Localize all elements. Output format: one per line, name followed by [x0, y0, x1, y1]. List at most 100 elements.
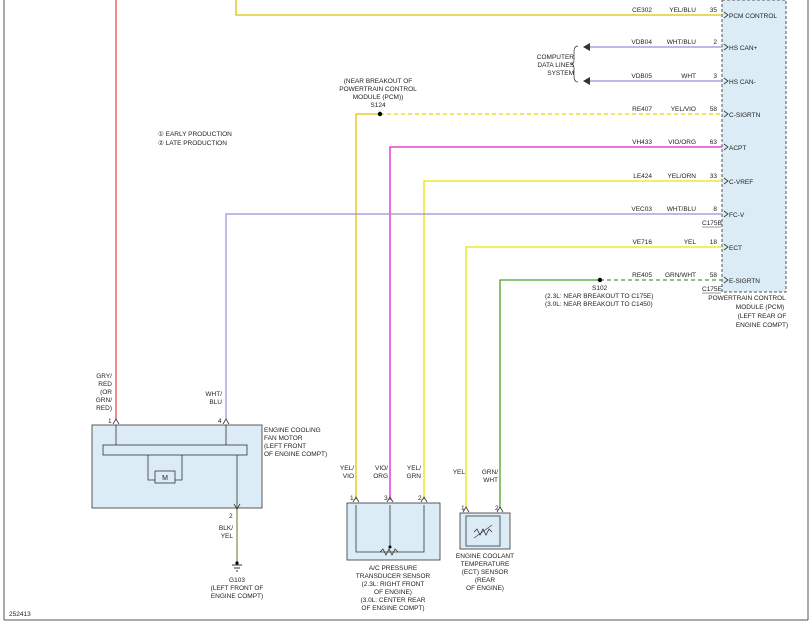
- circuit-color-0: YEL/BLU: [669, 7, 696, 14]
- circuit-id-8: RE405: [632, 272, 652, 279]
- s102-note-1: (3.0L: NEAR BREAKOUT TO C1450): [545, 301, 653, 308]
- ground-symbol: [232, 561, 242, 572]
- s124-note-2: MODULE (PCM)): [353, 94, 404, 101]
- fan-name-3: OF ENGINE COMPT): [264, 451, 327, 458]
- pcm-name-1: MODULE (PCM): [736, 304, 784, 311]
- ect-pin1-label-0: YEL: [453, 469, 466, 476]
- ect-inner-box: [465, 515, 501, 547]
- ground-dot: [235, 561, 239, 565]
- ac-name-1: TRANSDUCER SENSOR: [356, 573, 431, 580]
- pcm-connector-e: C175E: [702, 286, 723, 293]
- data-lines-group: COMPUTER DATA LINES SYSTEM: [537, 43, 590, 85]
- s102-id: S102: [592, 285, 608, 292]
- data-lines-brace: [570, 45, 579, 83]
- circuit-id-4: VH433: [632, 139, 652, 146]
- ac-inner-dot: [388, 545, 392, 549]
- circuit-pin-5: 33: [710, 173, 718, 180]
- fan-pin2-label-0: BLK/: [219, 525, 233, 532]
- circuit-color-1: WHT/BLU: [667, 39, 697, 46]
- s102-note-0: (2.3L: NEAR BREAKOUT TO C175E): [545, 293, 653, 300]
- pcm-pin-connector-6: [723, 210, 729, 218]
- terminal-name-8: E-SIGRTN: [729, 278, 760, 285]
- ac-resistor: [379, 548, 399, 556]
- ground-loc-1: ENGINE COMPT): [211, 593, 263, 600]
- pcm-pin-connector-3: [723, 110, 729, 118]
- connector-fan-pin1: [112, 418, 120, 425]
- pcm-name-0: POWERTRAIN CONTROL: [708, 295, 786, 302]
- legend-late: ② LATE PRODUCTION: [158, 139, 227, 147]
- fan-name-0: ENGINE COOLING: [264, 427, 321, 434]
- ground-loc-0: (LEFT FRONT OF: [211, 585, 264, 592]
- circuit-pin-8: 58: [710, 272, 718, 279]
- motor-symbol-label: M: [162, 475, 168, 482]
- pcm-module-box: [721, 0, 787, 293]
- data-lines-2: SYSTEM: [547, 70, 574, 77]
- ac-pin3-num: 3: [384, 495, 388, 502]
- fan-pin1-num: 1: [108, 418, 112, 425]
- s124-note-1: POWERTRAIN CONTROL: [339, 86, 417, 93]
- circuit-id-7: VE716: [632, 239, 652, 246]
- wire-vh433: [389, 146, 722, 500]
- connector-ect-pin2: [496, 506, 504, 513]
- ect-name-0: ENGINE COOLANT: [456, 553, 514, 560]
- ac-pin1-label-1: VIO: [343, 473, 354, 480]
- fan-motor-bus: [102, 444, 248, 456]
- terminal-name-6: FC-V: [729, 212, 745, 219]
- circuit-color-7: YEL: [684, 239, 697, 246]
- wire-ect-pin2: [499, 279, 600, 508]
- fan-pin1-label-2: (OR: [100, 389, 112, 396]
- ac-inner-outline: [355, 505, 425, 553]
- circuit-color-6: WHT/BLU: [667, 206, 697, 213]
- can-plus-arrow: [583, 43, 590, 51]
- splice-s124-dot: [377, 111, 383, 117]
- ect-name-1: TEMPERATURE: [461, 561, 510, 568]
- terminal-name-7: ECT: [729, 245, 742, 252]
- pcm-pin-connector-1: [723, 43, 729, 51]
- fan-pin1-label-0: GRY/: [96, 373, 112, 380]
- pcm-name-2: (LEFT REAR OF: [738, 313, 787, 320]
- circuit-pin-0: 35: [710, 7, 718, 14]
- circuit-color-2: WHT: [681, 73, 696, 80]
- pcm-pin-connector-0: [723, 11, 729, 19]
- ac-pin3-label-0: VIO/: [375, 465, 388, 472]
- diagram-id: 252413: [9, 611, 31, 618]
- wire-ve716: [465, 246, 722, 508]
- fan-motor: M: [91, 418, 263, 510]
- ac-name-0: A/C PRESSURE: [369, 565, 418, 572]
- connector-fan-pin2: [233, 503, 241, 510]
- ect-sensor-box: [459, 512, 511, 550]
- pcm-connector-b: C175B: [702, 220, 722, 227]
- connector-ac-pin2: [420, 496, 428, 503]
- circuit-pin-6: 8: [713, 206, 717, 213]
- terminal-name-5: C-VREF: [729, 179, 753, 186]
- wire-ce302: [235, 0, 722, 16]
- wire-group: [115, 0, 722, 564]
- ect-pin1-num: 1: [461, 505, 465, 512]
- ect-thermistor-slash: [473, 524, 493, 539]
- fan-name-2: (LEFT FRONT: [264, 443, 306, 450]
- ac-pin2-label-0: YEL/: [407, 465, 421, 472]
- ect-sensor: [459, 506, 511, 550]
- legend-early: ① EARLY PRODUCTION: [158, 130, 232, 138]
- terminal-name-4: ACPT: [729, 145, 746, 152]
- ground-id: G103: [229, 577, 245, 584]
- pcm-pin-connector-2: [723, 77, 729, 85]
- fan-pin4-label-0: WHT/: [205, 391, 222, 398]
- circuit-pin-7: 18: [710, 239, 718, 246]
- circuit-id-1: VDB04: [631, 39, 652, 46]
- ac-pin1-label-0: YEL/: [340, 465, 354, 472]
- ect-name-3: (REAR: [475, 577, 496, 584]
- wire-le424: [423, 180, 722, 500]
- fan-pin1-label-1: RED: [98, 381, 112, 388]
- ac-pin2-num: 2: [418, 495, 422, 502]
- ac-name-2: (2.3L: RIGHT FRONT: [362, 581, 425, 588]
- terminal-name-0: PCM CONTROL: [729, 13, 777, 20]
- ect-name-4: OF ENGINE): [466, 585, 504, 592]
- wire-vec03: [225, 213, 722, 420]
- fan-pin2-label-1: YEL: [221, 533, 234, 540]
- can-minus-arrow: [583, 77, 590, 85]
- circuit-color-4: VIO/ORG: [668, 139, 696, 146]
- connector-ac-pin3: [386, 496, 394, 503]
- pcm-pin-connector-5: [723, 177, 729, 185]
